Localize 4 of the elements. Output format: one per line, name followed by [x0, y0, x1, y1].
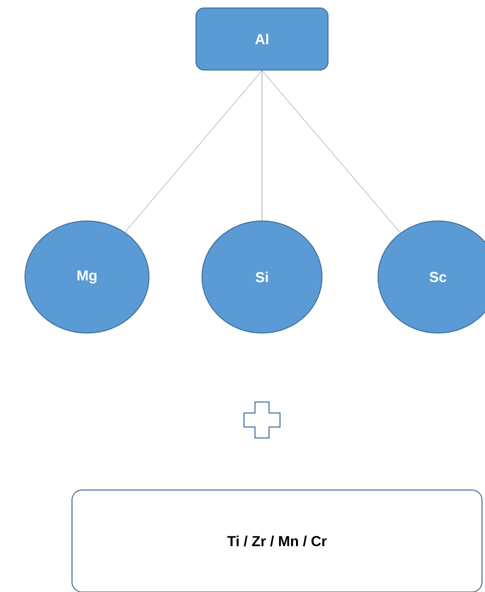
connector-line: [262, 70, 401, 233]
connector-line: [124, 70, 262, 232]
element-box: Al: [196, 8, 328, 70]
element-box: Ti / Zr / Mn / Cr: [72, 490, 482, 592]
